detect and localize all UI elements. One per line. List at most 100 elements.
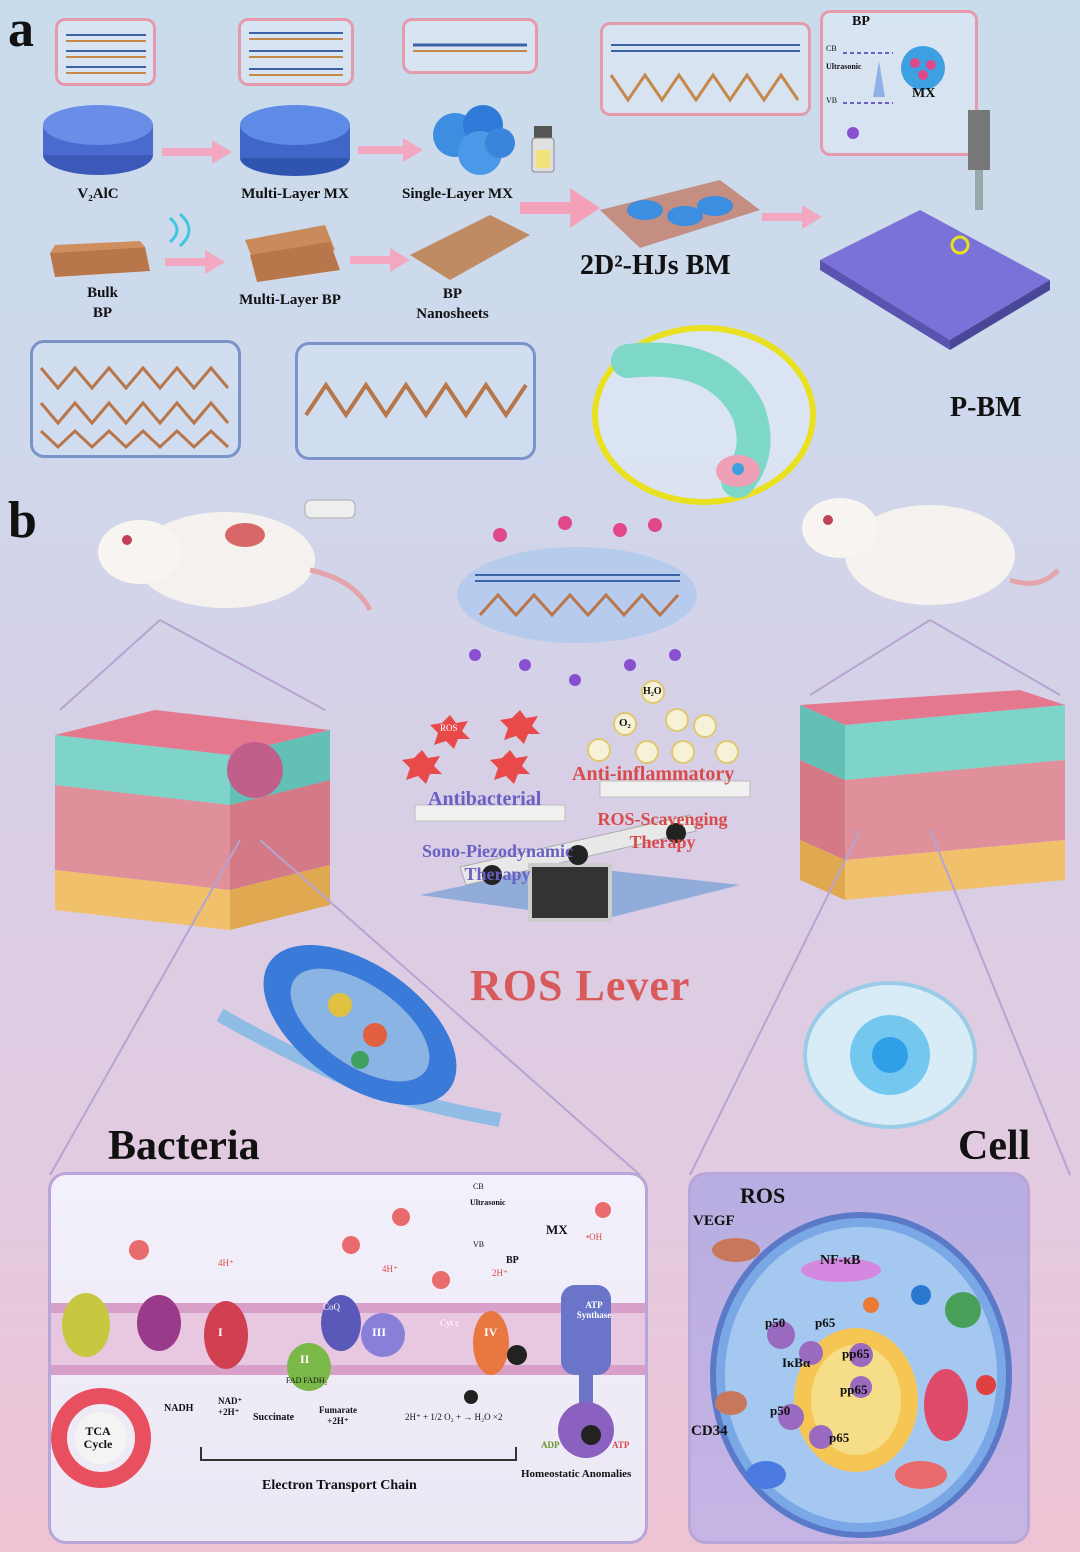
p65-label-2: p65	[829, 1430, 850, 1445]
cell-ros-label: ROS	[740, 1183, 786, 1208]
ikba-label: IκBα	[782, 1355, 811, 1370]
single-layer-mx-label: Single-Layer MX	[402, 186, 513, 202]
oh-label: •OH	[586, 1232, 603, 1242]
p50-label-1: p50	[765, 1315, 786, 1330]
arrow-icon	[165, 250, 225, 274]
fiber-magnification-circle	[592, 325, 816, 505]
multilayer-bp-icon	[245, 225, 340, 282]
heterojunction-inset	[600, 22, 811, 116]
v2alc-label: V₂AlC	[77, 186, 119, 202]
arrow-icon	[762, 205, 822, 229]
band-diagram-inset	[820, 10, 978, 156]
heterojunction-structure-icon	[609, 44, 800, 103]
ros-small-label: ROS	[440, 723, 458, 733]
cell-icon	[803, 981, 977, 1129]
healed-skin-block-icon	[800, 690, 1065, 900]
nad-label: NAD⁺ +2H⁺	[218, 1396, 243, 1417]
bulk-bp-icon	[50, 241, 150, 277]
band-diagram-icon	[843, 46, 945, 139]
rat-healed-icon	[802, 498, 1060, 605]
bulk-bp-label: Bulk BP	[87, 285, 118, 321]
layered-structure-icon	[249, 32, 343, 76]
single-layer-flakes-icon	[433, 105, 515, 175]
atp-synthase-label: ATP Synthase	[576, 1300, 612, 1320]
ros-lever-icon	[414, 780, 751, 922]
pp65-label-1: pp65	[842, 1346, 870, 1361]
cytc-label: Cyt c	[440, 1318, 460, 1328]
bp-nanosheet-structure-inset	[295, 342, 536, 460]
sonicator-icon	[531, 126, 555, 173]
fumarate-label: Fumarate +2H⁺	[319, 1405, 357, 1426]
wound-skin-block-icon	[55, 710, 330, 930]
inset-cb-label: CB	[826, 44, 837, 53]
cell-mechanism-box	[688, 1172, 1030, 1544]
single-layer-mx-inset	[402, 18, 538, 74]
h2o-label: H₂O	[643, 686, 662, 697]
homeostatic-anomalies-label: Homeostatic Anomalies	[521, 1468, 632, 1480]
multilayer-bp-label: Multi-Layer BP	[239, 292, 341, 308]
heterojunction-ros-icon	[457, 516, 697, 686]
complex-i-label: I	[218, 1325, 223, 1339]
four-h-label-1: 4H⁺	[218, 1258, 234, 1268]
atp-label: ATP	[612, 1440, 630, 1450]
ultrasonic-waves-icon	[168, 212, 191, 248]
panel-a-letter: a	[8, 1, 34, 58]
bp-nanosheet-icon	[410, 215, 530, 280]
cell-title: Cell	[958, 1123, 1031, 1169]
bact-ultrasonic-label: Ultrasonic	[470, 1198, 506, 1207]
nf-kb-pathway-diagram	[710, 1212, 1012, 1538]
bacteria-title: Bacteria	[108, 1123, 260, 1169]
two-h-label: 2H⁺	[492, 1268, 508, 1278]
panel-b-letter: b	[8, 492, 37, 549]
inset-ultrasonic-label: Ultrasonic	[826, 62, 862, 71]
tca-cycle-label: TCA Cycle	[83, 1424, 113, 1452]
ros-lever-title: ROS Lever	[470, 961, 691, 1010]
sono-therapy-label: Sono-Piezodynamic Therapy	[422, 841, 573, 885]
ros-scavenging-label: ROS-Scavenging Therapy	[597, 809, 728, 853]
arrow-icon	[162, 140, 232, 164]
cd34-label: CD34	[691, 1423, 728, 1439]
v2alc-disk-icon	[43, 105, 153, 175]
inset-vb-label: VB	[826, 96, 838, 105]
layered-structure-icon	[66, 34, 146, 74]
inset-bp-label: BP	[852, 14, 870, 29]
bp-lattice-icon	[39, 365, 230, 450]
hj-sheet-icon	[600, 180, 760, 248]
bact-mx-label: MX	[546, 1222, 568, 1237]
o2-label: O₂	[619, 717, 631, 729]
bulk-bp-structure-inset	[30, 340, 241, 458]
bact-vb-label: VB	[473, 1240, 485, 1249]
ros-burst-group	[402, 710, 540, 784]
zoom-connector-lines	[49, 619, 1071, 1176]
vegf-label: VEGF	[693, 1213, 735, 1229]
complex-iii-label: III	[372, 1325, 387, 1339]
anti-inflammatory-label: Anti-inflammatory	[572, 763, 735, 785]
bacterium-icon	[216, 945, 502, 1127]
succinate-label: Succinate	[253, 1412, 295, 1423]
nadh-label: NADH	[164, 1403, 194, 1414]
bacteria-mechanism-box	[48, 1172, 648, 1544]
arrow-icon	[350, 248, 410, 272]
bact-bp-label: BP	[506, 1255, 519, 1266]
four-h-label-2: 4H⁺	[382, 1264, 398, 1274]
v2alc-structure-inset	[55, 18, 156, 86]
arrow-icon	[358, 138, 423, 162]
p-bm-label: P-BM	[950, 392, 1022, 423]
rat-wounded-icon	[98, 499, 373, 612]
multilayer-mx-label: Multi-Layer MX	[241, 186, 349, 202]
complex-iv-label: IV	[484, 1325, 498, 1339]
adp-label: ADP	[541, 1440, 560, 1450]
multilayer-mx-inset	[238, 18, 354, 86]
bp-nanosheets-label: BP Nanosheets	[416, 286, 489, 322]
p50-label-2: p50	[770, 1403, 791, 1418]
etc-label: Electron Transport Chain	[262, 1478, 417, 1493]
electrospun-membrane-icon	[820, 110, 1050, 350]
complex-ii-label: II	[300, 1352, 310, 1366]
big-arrow-icon	[520, 188, 600, 228]
pp65-label-2: pp65	[840, 1382, 868, 1397]
coq-label: CoQ	[323, 1302, 341, 1312]
p65-label-1: p65	[815, 1315, 836, 1330]
inset-mx-label: MX	[912, 86, 936, 101]
bp-lattice-icon	[304, 381, 528, 419]
fad-label: FAD FADH₂	[286, 1376, 328, 1385]
